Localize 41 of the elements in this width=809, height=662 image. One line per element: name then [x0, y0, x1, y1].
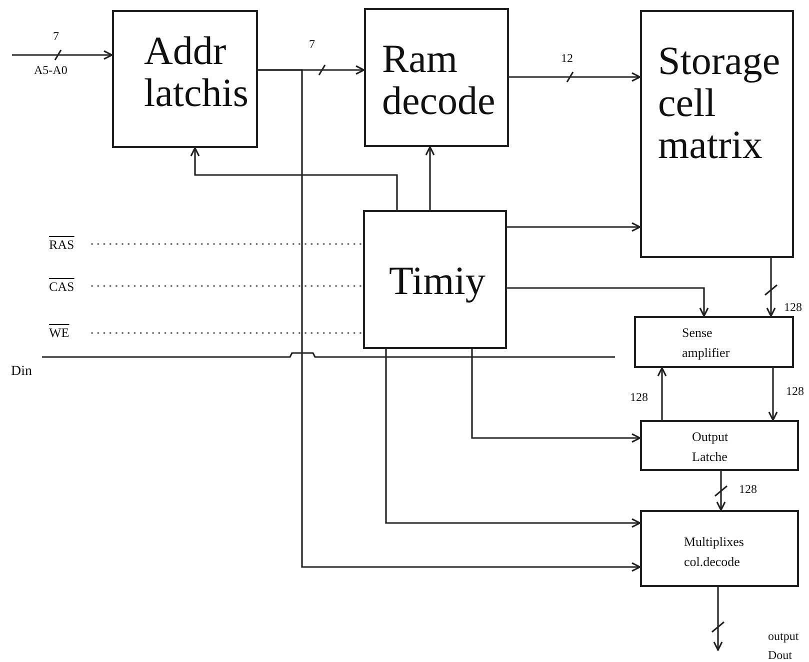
- arrow: [12, 50, 113, 60]
- arrow: [471, 349, 641, 443]
- block-box: [640, 510, 799, 587]
- arrow: [657, 367, 667, 420]
- block-title: Multiplixes col.decode: [684, 533, 745, 570]
- block-title: Storage cell matrix: [658, 40, 782, 166]
- edge-label: 128: [630, 391, 648, 404]
- arrow: [190, 147, 398, 210]
- block-title: Timiy: [389, 260, 486, 302]
- arrow: [768, 368, 778, 421]
- arrow: [509, 72, 641, 82]
- block-box: [364, 8, 509, 147]
- arrow: [425, 146, 435, 210]
- block-box: [640, 420, 799, 471]
- signal-name: RAS: [49, 238, 74, 251]
- arrow: [258, 69, 641, 572]
- block-box: [363, 210, 507, 349]
- signal-line: [41, 352, 615, 358]
- signal-name: A5-A0: [34, 64, 68, 78]
- block-box: [112, 10, 258, 148]
- block-title: Addr latchis: [144, 30, 250, 114]
- block-title: Ram decode: [382, 38, 496, 122]
- edge-label: 128: [739, 483, 757, 496]
- block-title: Output Latche: [692, 428, 730, 466]
- arrow: [716, 471, 726, 511]
- block-title: Sense amplifier: [682, 324, 731, 362]
- edge-label: 128: [784, 301, 802, 314]
- arrow: [385, 349, 641, 528]
- block-box: [640, 10, 794, 258]
- edge-label: 128: [786, 385, 804, 398]
- signal-name: CAS: [49, 280, 74, 293]
- dotted-signal-line: [91, 332, 364, 334]
- arrow: [507, 222, 641, 232]
- arrow: [766, 258, 776, 317]
- signal-name: Din: [11, 365, 32, 379]
- arrow: [713, 587, 723, 651]
- arrow: [507, 287, 709, 317]
- dotted-signal-line: [91, 285, 364, 287]
- block-box: [634, 316, 794, 368]
- dotted-signal-line: [91, 243, 364, 245]
- signal-name: WE: [49, 326, 70, 339]
